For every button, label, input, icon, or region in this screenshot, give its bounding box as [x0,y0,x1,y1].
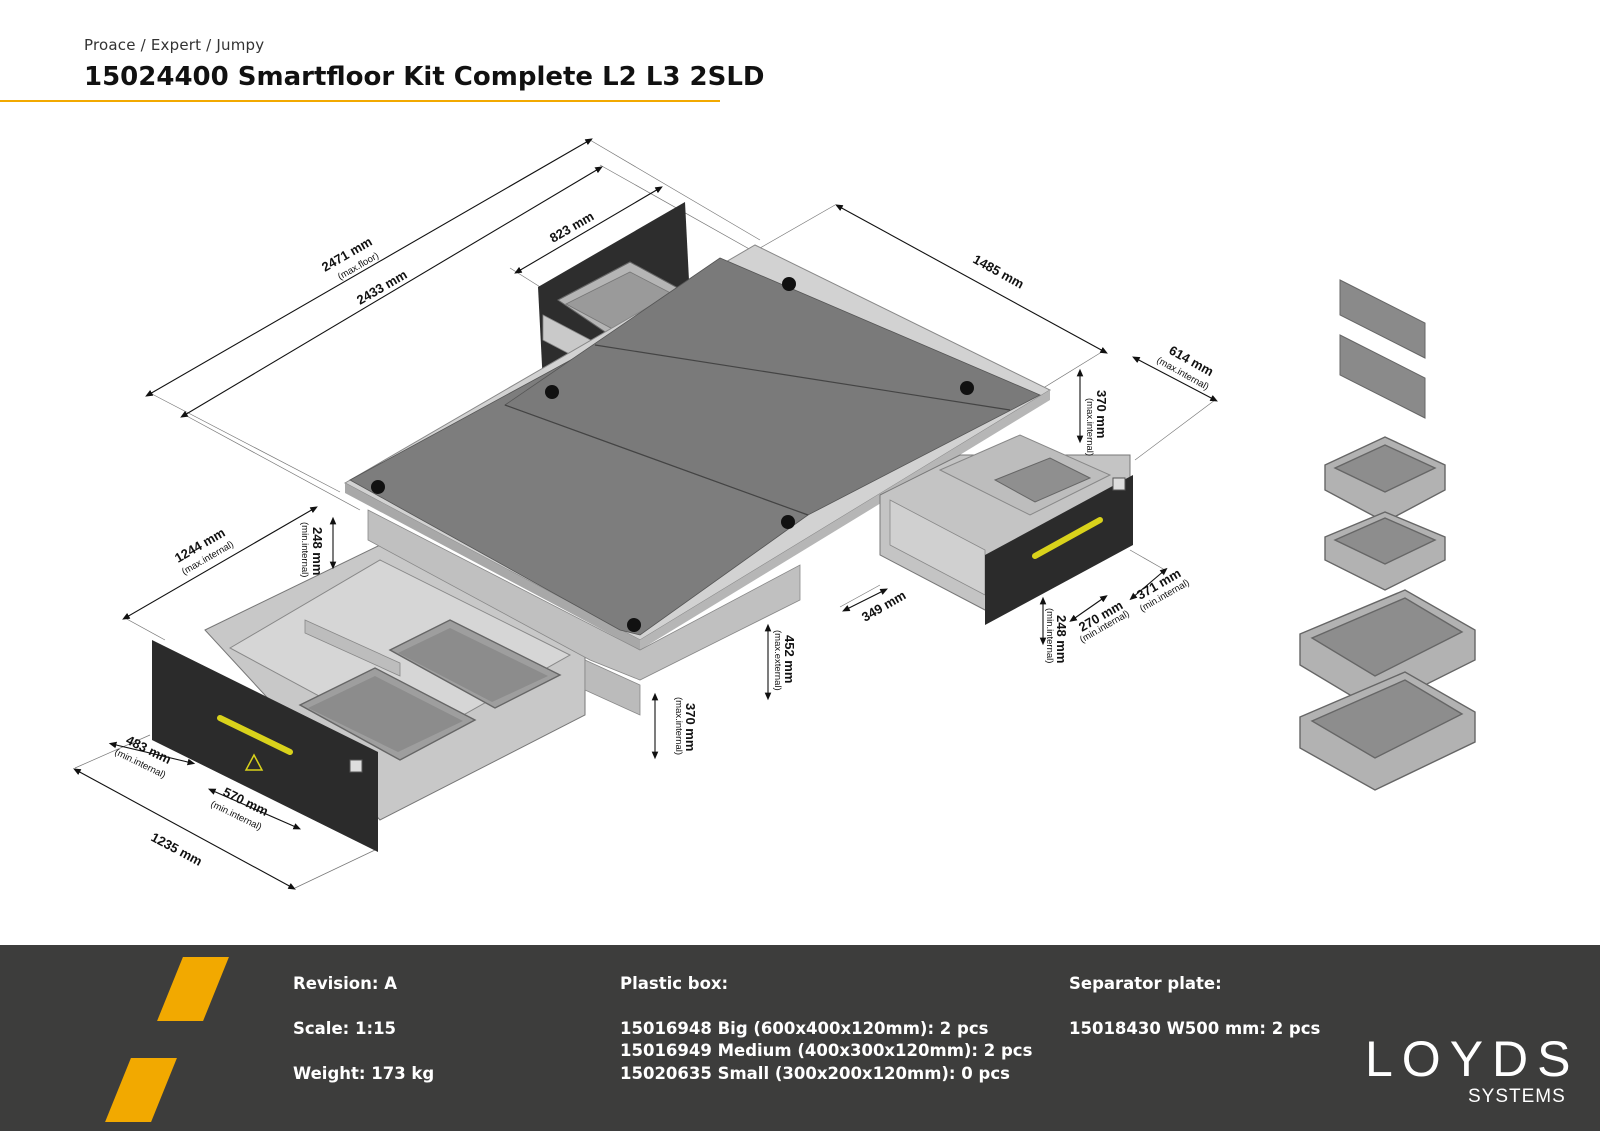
plastic-box-medium: 15016949 Medium (400x300x120mm): 2 pcs [620,1041,1033,1060]
right-drawer [879,434,1133,625]
dim-2433: 2433 mm [354,267,410,308]
dim-248-left-note: (min.internal) [299,522,310,577]
dim-370-left-note: (max.internal) [673,697,684,755]
dimension-arrows [73,138,1218,890]
separator-plates [1339,279,1426,419]
smartfloor-drawing: 2471 mm (max.floor) 2433 mm 823 mm 1485 … [73,138,1476,890]
plastic-box-big: 15016948 Big (600x400x120mm): 2 pcs [620,1019,989,1038]
dim-452: 452 mm [782,635,797,683]
dim-1485: 1485 mm [971,252,1027,292]
dim-452-note: (max.external) [772,630,783,691]
loyds-logo: LOYDS [1365,1031,1580,1087]
weight-label: Weight: 173 kg [293,1064,435,1083]
dim-248-right: 248 mm [1054,615,1069,663]
title-underline [0,100,720,102]
dim-248-left: 248 mm [310,527,325,575]
footer-info-bar [0,945,1600,1131]
dim-248-right-note: (min.internal) [1044,608,1055,663]
dim-370-right: 370 mm [1094,390,1109,438]
revision-label: Revision: A [293,974,397,993]
breadcrumb: Proace / Expert / Jumpy [84,36,265,54]
page-title: 15024400 Smartfloor Kit Complete L2 L3 2… [84,62,765,92]
dim-349: 349 mm [859,587,908,624]
loyds-logo-subtitle: SYSTEMS [1468,1086,1566,1107]
plastic-box-title: Plastic box: [620,974,729,993]
separator-item: 15018430 W500 mm: 2 pcs [1069,1019,1321,1038]
scale-label: Scale: 1:15 [293,1019,397,1038]
dim-370-left: 370 mm [683,703,698,751]
separator-title: Separator plate: [1069,974,1222,993]
dim-370-right-note: (max.internal) [1084,398,1095,456]
plastic-boxes [1299,436,1476,791]
plastic-box-small: 15020635 Small (300x200x120mm): 0 pcs [620,1064,1010,1083]
